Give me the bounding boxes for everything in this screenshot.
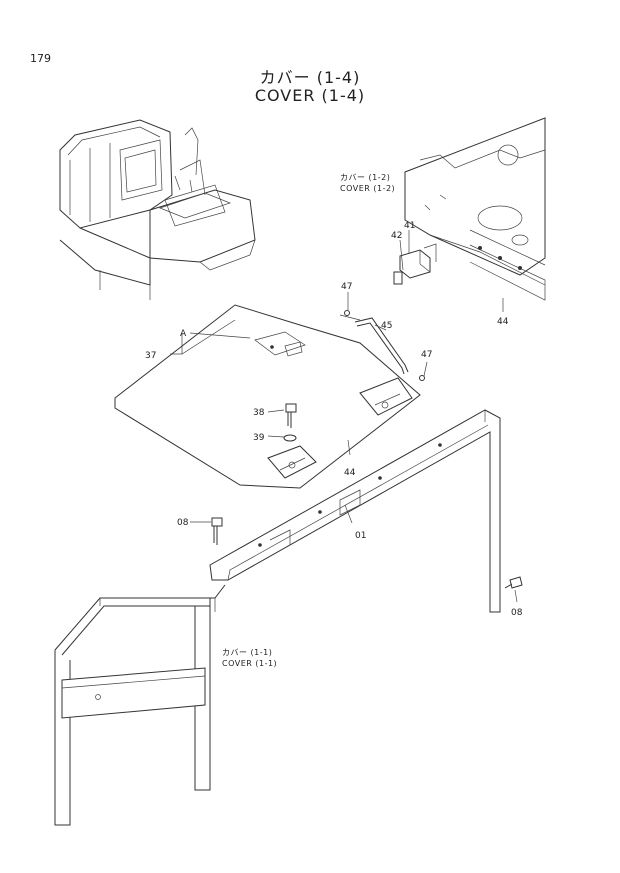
callout-45: 45 [381, 321, 392, 331]
bolt-38 [285, 403, 297, 428]
ref-cover-1-1-jp: カバー (1-1) [222, 648, 272, 657]
callout-47-lower: 47 [421, 350, 432, 360]
callout-01: 01 [355, 531, 366, 541]
callout-39: 39 [253, 433, 265, 443]
callout-08-right: 08 [511, 608, 523, 618]
page-title-jp: カバー (1-4) [259, 68, 361, 87]
page-number: 179 [30, 52, 51, 65]
callout-44-right: 44 [497, 317, 509, 327]
hinge-left [267, 445, 317, 479]
support-rod [339, 310, 425, 381]
ref-cover-1-2-jp: カバー (1-2) [340, 173, 390, 182]
washer-39 [283, 434, 297, 442]
callout-44-center: 44 [344, 468, 356, 478]
latch-assembly [393, 243, 437, 285]
page-title-en: COVER (1-4) [254, 86, 366, 105]
frame-01 [209, 409, 501, 613]
bolt-08-left [211, 517, 223, 545]
upper-cover-plate [404, 117, 546, 301]
main-cover-plate [114, 304, 421, 489]
callout-A: A [180, 329, 187, 339]
machine-overview-sketch [59, 119, 256, 300]
ref-cover-1-2-en: COVER (1-2) [340, 184, 395, 193]
bolt-08-right [504, 576, 523, 589]
callout-08-left: 08 [177, 518, 189, 528]
lower-left-frame [54, 584, 226, 826]
callout-47-upper: 47 [341, 282, 352, 292]
hinge-right [359, 377, 413, 416]
ref-cover-1-1-en: COVER (1-1) [222, 659, 277, 668]
callout-37: 37 [145, 351, 156, 361]
callout-41: 41 [404, 221, 415, 231]
callout-38: 38 [253, 408, 265, 418]
callout-42: 42 [391, 231, 402, 241]
leader-lines [170, 230, 518, 603]
